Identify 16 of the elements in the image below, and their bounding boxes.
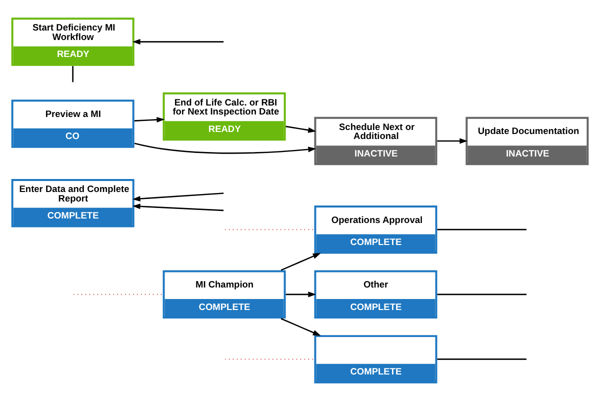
connector xyxy=(72,66,74,82)
arrow xyxy=(132,203,224,211)
arrow xyxy=(286,125,316,132)
connector xyxy=(224,358,315,360)
connector xyxy=(224,228,315,230)
connector xyxy=(437,228,526,230)
arrow xyxy=(132,192,224,202)
arrow xyxy=(132,38,224,44)
arrow xyxy=(286,291,316,297)
arrow xyxy=(134,142,316,154)
connector xyxy=(437,358,526,360)
connector xyxy=(437,293,526,295)
arrow xyxy=(280,252,321,270)
arrow xyxy=(437,138,468,144)
arrow xyxy=(134,116,165,122)
arrow xyxy=(280,318,321,336)
